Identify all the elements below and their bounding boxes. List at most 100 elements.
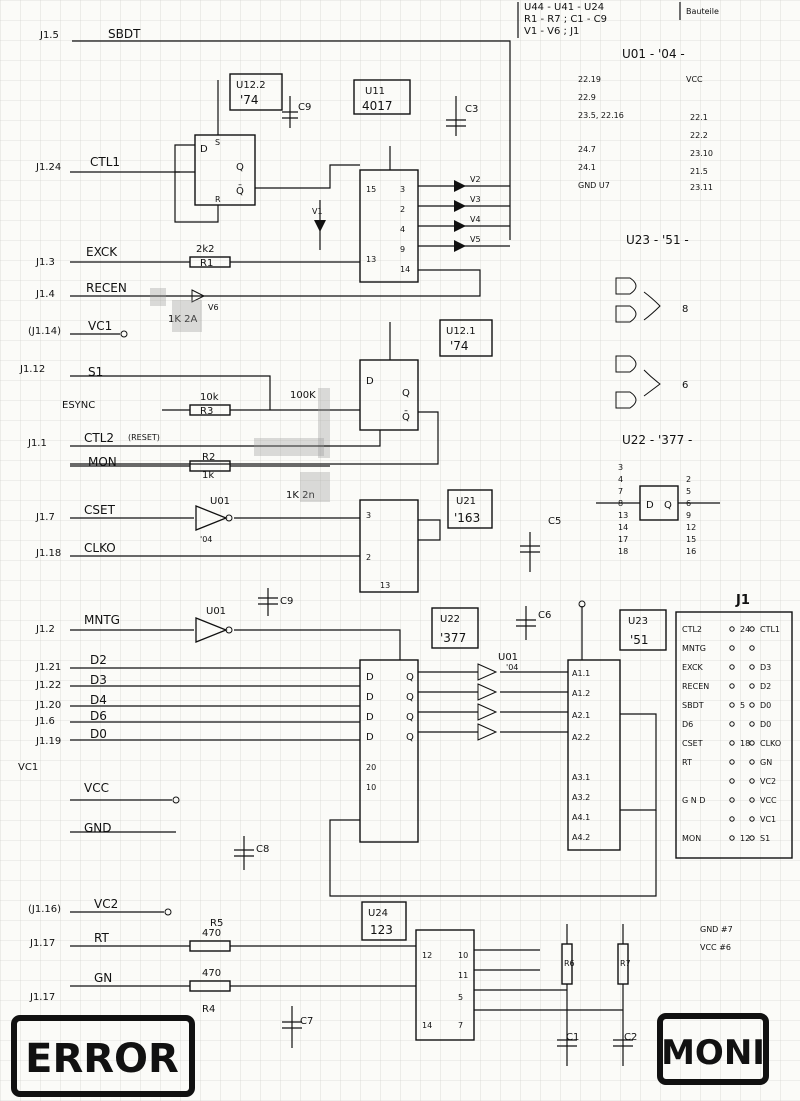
j1-row-right: S1: [760, 834, 770, 843]
error-stamp-text: ERROR: [25, 1036, 179, 1082]
j1-title: J1: [735, 593, 750, 608]
svg-text:16: 16: [686, 547, 696, 556]
r5-value-top: 470: [202, 928, 221, 939]
svg-text:13: 13: [366, 255, 376, 264]
svg-text:8: 8: [682, 304, 688, 315]
highlight-rc1: [172, 300, 202, 332]
error-stamp: ERROR: [11, 1015, 195, 1097]
j1-row-right: CTL1: [760, 625, 780, 634]
conn-j16: J1.6: [35, 716, 55, 727]
conn-j121: J1.21: [35, 662, 61, 673]
c6-label: C6: [538, 610, 551, 621]
u24-chip: [415, 929, 475, 1041]
svg-text:D: D: [366, 732, 374, 743]
wire-sbdt: [72, 40, 511, 240]
u22-label-box: [431, 607, 479, 649]
conn-j12: J1.12: [19, 364, 45, 375]
j1-pin-dot: [749, 759, 755, 765]
svg-text:14: 14: [618, 523, 628, 532]
c5-label: C5: [548, 516, 561, 527]
u24-label-box: [361, 901, 407, 941]
u24-name: U24: [368, 908, 388, 919]
conn-j117b: J1.17: [29, 992, 55, 1003]
svg-text:17: 17: [618, 535, 628, 544]
svg-text:A4.1: A4.1: [572, 813, 590, 822]
svg-text:22.2: 22.2: [690, 131, 708, 140]
u22-pinout-title: U22 - '377 -: [622, 433, 692, 447]
svg-text:D: D: [366, 672, 374, 683]
j1-row-left: CSET: [682, 739, 703, 748]
svg-text:Q: Q: [406, 672, 414, 683]
j1-row-left: CTL2: [682, 625, 702, 634]
data-bus-inputs: J1.21 D2 J1.22 D3 J1.20 D4 J1.6 D6 J1.19…: [35, 653, 360, 747]
conn-j11: J1.1: [27, 438, 47, 449]
v5-label: V5: [470, 235, 481, 244]
r4-label: R4: [202, 1004, 215, 1015]
sig-d3: D3: [90, 673, 107, 687]
svg-text:15: 15: [686, 535, 696, 544]
j1-row-right: CLKO: [760, 739, 781, 748]
u12-1-type: '74: [450, 339, 469, 353]
svg-text:Q: Q: [236, 162, 244, 173]
v3-label: V3: [470, 195, 481, 204]
v1-label: V1: [312, 207, 323, 216]
svg-text:A1.1: A1.1: [572, 669, 590, 678]
conn-j122: J1.22: [35, 680, 61, 691]
j1-row-left: G N D: [682, 796, 705, 805]
j1-row-pin: 12: [740, 834, 750, 843]
svg-text:15: 15: [366, 185, 376, 194]
conn-j124: J1.24: [35, 162, 61, 173]
sig-cset: CSET: [84, 503, 116, 517]
svg-text:A2.1: A2.1: [572, 711, 590, 720]
svg-text:13: 13: [618, 511, 628, 520]
svg-text:18: 18: [618, 547, 628, 556]
u24-type: 123: [370, 923, 393, 937]
u01a-name: U01: [210, 496, 230, 507]
svg-text:10: 10: [366, 783, 376, 792]
svg-text:3: 3: [618, 463, 623, 472]
right-panel: U01 - '04 - 22.19 VCC 22.9 23.5, 22.16 2…: [578, 47, 793, 952]
highlight-recen: [150, 288, 166, 306]
svg-text:Q: Q: [406, 692, 414, 703]
sig-gn: GN: [94, 971, 112, 985]
c9-mid-label: C9: [280, 596, 293, 607]
j1-pin-dot: [749, 740, 755, 746]
u12-2-chip: [194, 134, 256, 206]
u22-chip: [359, 659, 419, 843]
parts-line-2: R1 - R7 ; C1 - C9: [524, 14, 607, 25]
highlight-rc2: [300, 472, 330, 502]
u22-type: '377: [440, 631, 466, 645]
u23-label-box: [619, 609, 667, 651]
vcc-note: VCC #6: [700, 943, 731, 952]
u11-name: U11: [365, 86, 385, 97]
u23-pinout-title: U23 - '51 -: [626, 233, 689, 247]
svg-text:4: 4: [618, 475, 623, 484]
sig-vc1: VC1: [88, 319, 112, 333]
j1-row-right: VC1: [760, 815, 776, 824]
sig-ctl1: CTL1: [90, 155, 120, 169]
diode-bank: V2 V3 V4 V5: [418, 175, 510, 252]
svg-text:D: D: [366, 712, 374, 723]
svg-text:R: R: [215, 195, 221, 204]
j1-row-right: D2: [760, 682, 771, 691]
c7-label: C7: [300, 1016, 313, 1027]
svg-text:A4.2: A4.2: [572, 833, 590, 842]
svg-text:23.11: 23.11: [690, 183, 713, 192]
parts-list-header: U44 - U41 - U24 R1 - R7 ; C1 - C9 Bautei…: [517, 2, 719, 38]
c3-label: C3: [465, 104, 478, 115]
j1-pin-dot: [749, 835, 755, 841]
r1-label: R1: [200, 258, 213, 269]
svg-text:22.1: 22.1: [690, 113, 708, 122]
svg-text:5: 5: [686, 487, 691, 496]
svg-text:22.19: 22.19: [578, 75, 601, 84]
svg-text:8: 8: [618, 499, 623, 508]
j1-row-left: SBDT: [682, 701, 704, 710]
u21-chip: [359, 499, 419, 593]
svg-text:7: 7: [618, 487, 623, 496]
svg-text:2: 2: [366, 553, 371, 562]
svg-text:14: 14: [422, 1021, 432, 1030]
j1-pin-dot: [729, 683, 735, 689]
note-100k: 100K: [290, 390, 316, 401]
svg-text:4: 4: [400, 225, 405, 234]
